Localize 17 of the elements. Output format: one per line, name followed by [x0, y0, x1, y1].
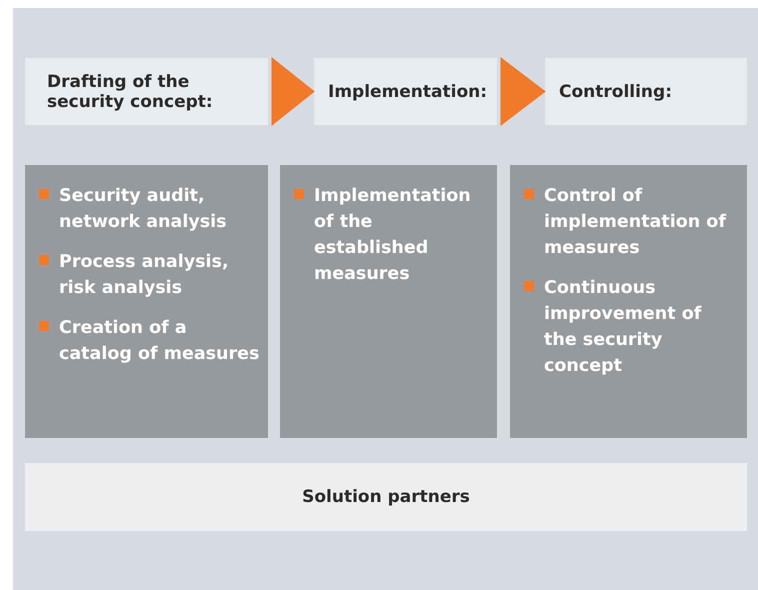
bullet-text: Creation of a catalog of measures	[59, 317, 260, 366]
footer-title: Solution partners	[302, 487, 470, 507]
phase-title: Controlling:	[559, 82, 672, 102]
bullet-text: Continuous improvement of the security concept	[544, 277, 702, 378]
chevron-arrow	[500, 57, 546, 126]
step-card	[510, 165, 747, 438]
step-card	[25, 165, 268, 438]
bullet-text: Implementation of the established measures	[314, 185, 472, 286]
bullet-text: Process analysis, risk analysis	[59, 251, 230, 300]
bullet-text: Security audit, network analysis	[59, 185, 228, 234]
phase-title: Drafting of the security concept:	[47, 72, 214, 112]
phase-box	[545, 58, 747, 125]
phase-box	[314, 58, 497, 125]
chevron-arrow	[272, 56, 315, 126]
bullet-text: Control of implementation of measures	[544, 185, 728, 260]
phase-title: Implementation:	[328, 82, 488, 102]
step-card	[280, 165, 497, 438]
